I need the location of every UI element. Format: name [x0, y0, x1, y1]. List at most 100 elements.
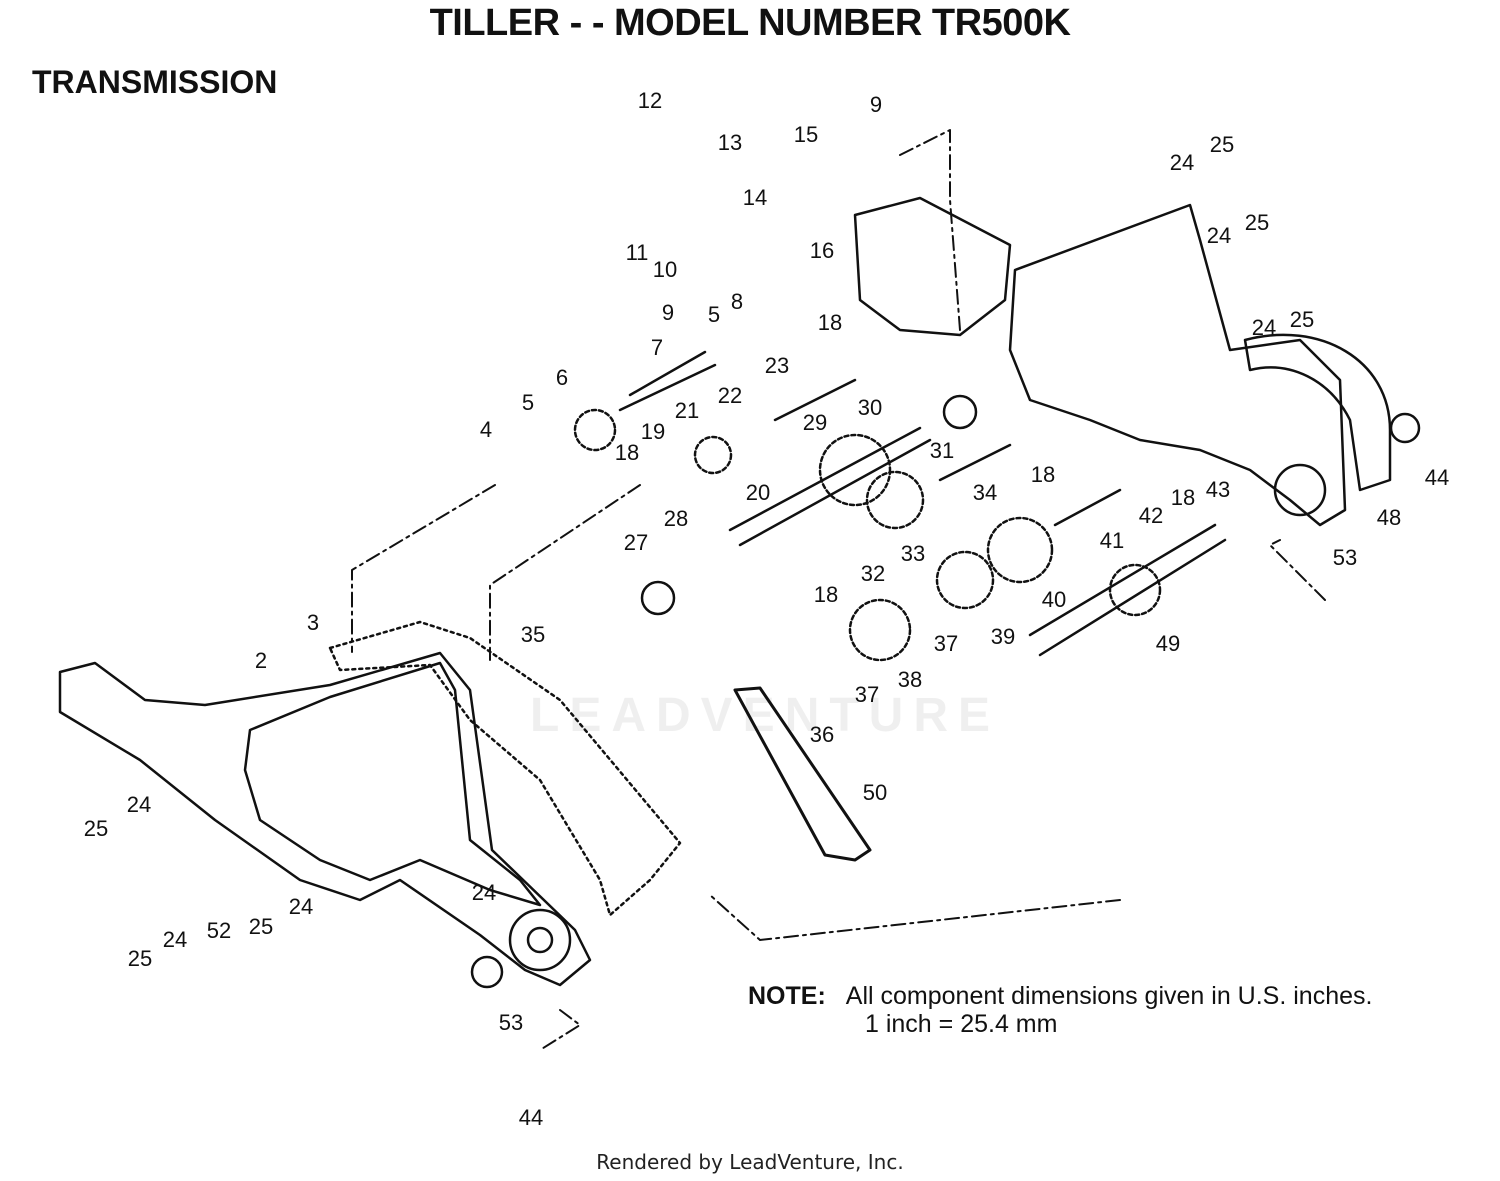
- part-callout-24: 24: [1252, 315, 1276, 340]
- part-callout-3: 3: [307, 610, 319, 635]
- part-callout-4: 4: [480, 417, 492, 442]
- part-callout-24: 24: [163, 927, 187, 952]
- part-callout-29: 29: [803, 410, 827, 435]
- part-callout-37: 37: [934, 631, 958, 656]
- part-callout-25: 25: [84, 816, 108, 841]
- ref-line-f: [539, 1009, 581, 1051]
- shaft-30: [738, 438, 932, 547]
- bearing-27: [640, 580, 676, 616]
- part-callout-27: 27: [624, 530, 648, 555]
- sprocket-49: [1108, 563, 1162, 617]
- shaft-49: [1038, 538, 1227, 657]
- part-callout-18: 18: [1171, 485, 1195, 510]
- part-callout-44: 44: [519, 1105, 543, 1130]
- part-callout-16: 16: [810, 238, 834, 263]
- part-callout-25: 25: [1210, 132, 1234, 157]
- housing-left-outer: [58, 651, 592, 987]
- part-callout-14: 14: [743, 185, 767, 210]
- part-callout-25: 25: [128, 946, 152, 971]
- part-callout-24: 24: [472, 880, 496, 905]
- part-callout-9: 9: [662, 300, 674, 325]
- part-callout-18: 18: [814, 582, 838, 607]
- part-callout-2: 2: [255, 648, 267, 673]
- part-callout-52: 52: [207, 918, 231, 943]
- part-callout-18: 18: [1031, 462, 1055, 487]
- part-callout-53: 53: [499, 1010, 523, 1035]
- sprocket-29: [818, 433, 892, 507]
- housing-left-inner: [243, 661, 542, 907]
- part-callout-5: 5: [522, 390, 534, 415]
- housing-right-plate: [853, 196, 1012, 337]
- part-callout-19: 19: [641, 419, 665, 444]
- part-callout-5: 5: [708, 302, 720, 327]
- bearing-31: [942, 394, 978, 430]
- pulley-53-right: [1273, 463, 1327, 517]
- part-callout-34: 34: [973, 480, 997, 505]
- part-callout-36: 36: [810, 722, 834, 747]
- part-callout-49: 49: [1156, 631, 1180, 656]
- part-callout-18: 18: [615, 440, 639, 465]
- note-label: NOTE:: [748, 982, 826, 1010]
- part-callout-6: 6: [556, 365, 568, 390]
- ref-line-b: [489, 484, 641, 661]
- part-callout-31: 31: [930, 438, 954, 463]
- note-line-2: 1 inch = 25.4 mm: [865, 1010, 1058, 1038]
- part-callout-40: 40: [1042, 587, 1066, 612]
- part-callout-8: 8: [731, 289, 743, 314]
- ref-line-a: [351, 484, 496, 653]
- pulley-53-left: [508, 908, 572, 972]
- part-callout-24: 24: [127, 792, 151, 817]
- sprocket-38: [848, 598, 912, 662]
- part-callout-35: 35: [521, 622, 545, 647]
- part-callout-33: 33: [901, 541, 925, 566]
- sprocket-33: [865, 470, 925, 530]
- part-callout-43: 43: [1206, 477, 1230, 502]
- shaft-49-b: [1028, 523, 1217, 637]
- ref-line-e: [709, 894, 1121, 941]
- part-callout-51: 51: [0, 0, 12, 5]
- part-callout-44: 44: [1425, 465, 1449, 490]
- part-callout-38: 38: [898, 667, 922, 692]
- gasket: [328, 620, 682, 917]
- part-callout-25: 25: [249, 914, 273, 939]
- part-callout-10: 10: [653, 257, 677, 282]
- diagram-linework: [58, 129, 1421, 1051]
- bearing-44-left: [470, 955, 504, 989]
- gear-6: [573, 408, 617, 452]
- part-callout-24: 24: [1207, 223, 1231, 248]
- part-callout-23: 23: [765, 353, 789, 378]
- part-callout-9: 9: [870, 92, 882, 117]
- part-callout-32: 32: [861, 561, 885, 586]
- sprocket-39: [935, 550, 995, 610]
- page-title: TILLER - - MODEL NUMBER TR500K: [429, 2, 1071, 44]
- shaft-34: [938, 443, 1012, 482]
- part-callout-30: 30: [858, 395, 882, 420]
- bearing-44-right: [1389, 412, 1421, 444]
- part-callout-28: 28: [664, 506, 688, 531]
- part-callout-15: 15: [794, 122, 818, 147]
- chain-50: [733, 686, 872, 862]
- ref-line-c: [899, 129, 961, 331]
- pulley-53-left-hub: [526, 926, 554, 954]
- part-callout-25: 25: [1245, 210, 1269, 235]
- part-callout-21: 21: [675, 398, 699, 423]
- part-callout-13: 13: [718, 130, 742, 155]
- part-callout-20: 20: [746, 480, 770, 505]
- part-callout-48: 48: [1377, 505, 1401, 530]
- note-line-1: All component dimensions given in U.S. i…: [845, 982, 1373, 1010]
- part-callout-12: 12: [638, 88, 662, 113]
- footer-credit: Rendered by LeadVenture, Inc.: [596, 1150, 904, 1174]
- part-callout-24: 24: [289, 894, 313, 919]
- shaft-23: [773, 378, 857, 422]
- part-callout-25: 25: [1290, 307, 1314, 332]
- gear-21: [693, 435, 733, 475]
- part-callout-41: 41: [1100, 528, 1124, 553]
- part-callout-7: 7: [651, 335, 663, 360]
- section-heading: TRANSMISSION: [32, 64, 278, 100]
- shaft-7-b: [628, 350, 707, 397]
- part-callout-24: 24: [1170, 150, 1194, 175]
- shaft-7: [618, 363, 717, 412]
- part-callout-50: 50: [863, 780, 887, 805]
